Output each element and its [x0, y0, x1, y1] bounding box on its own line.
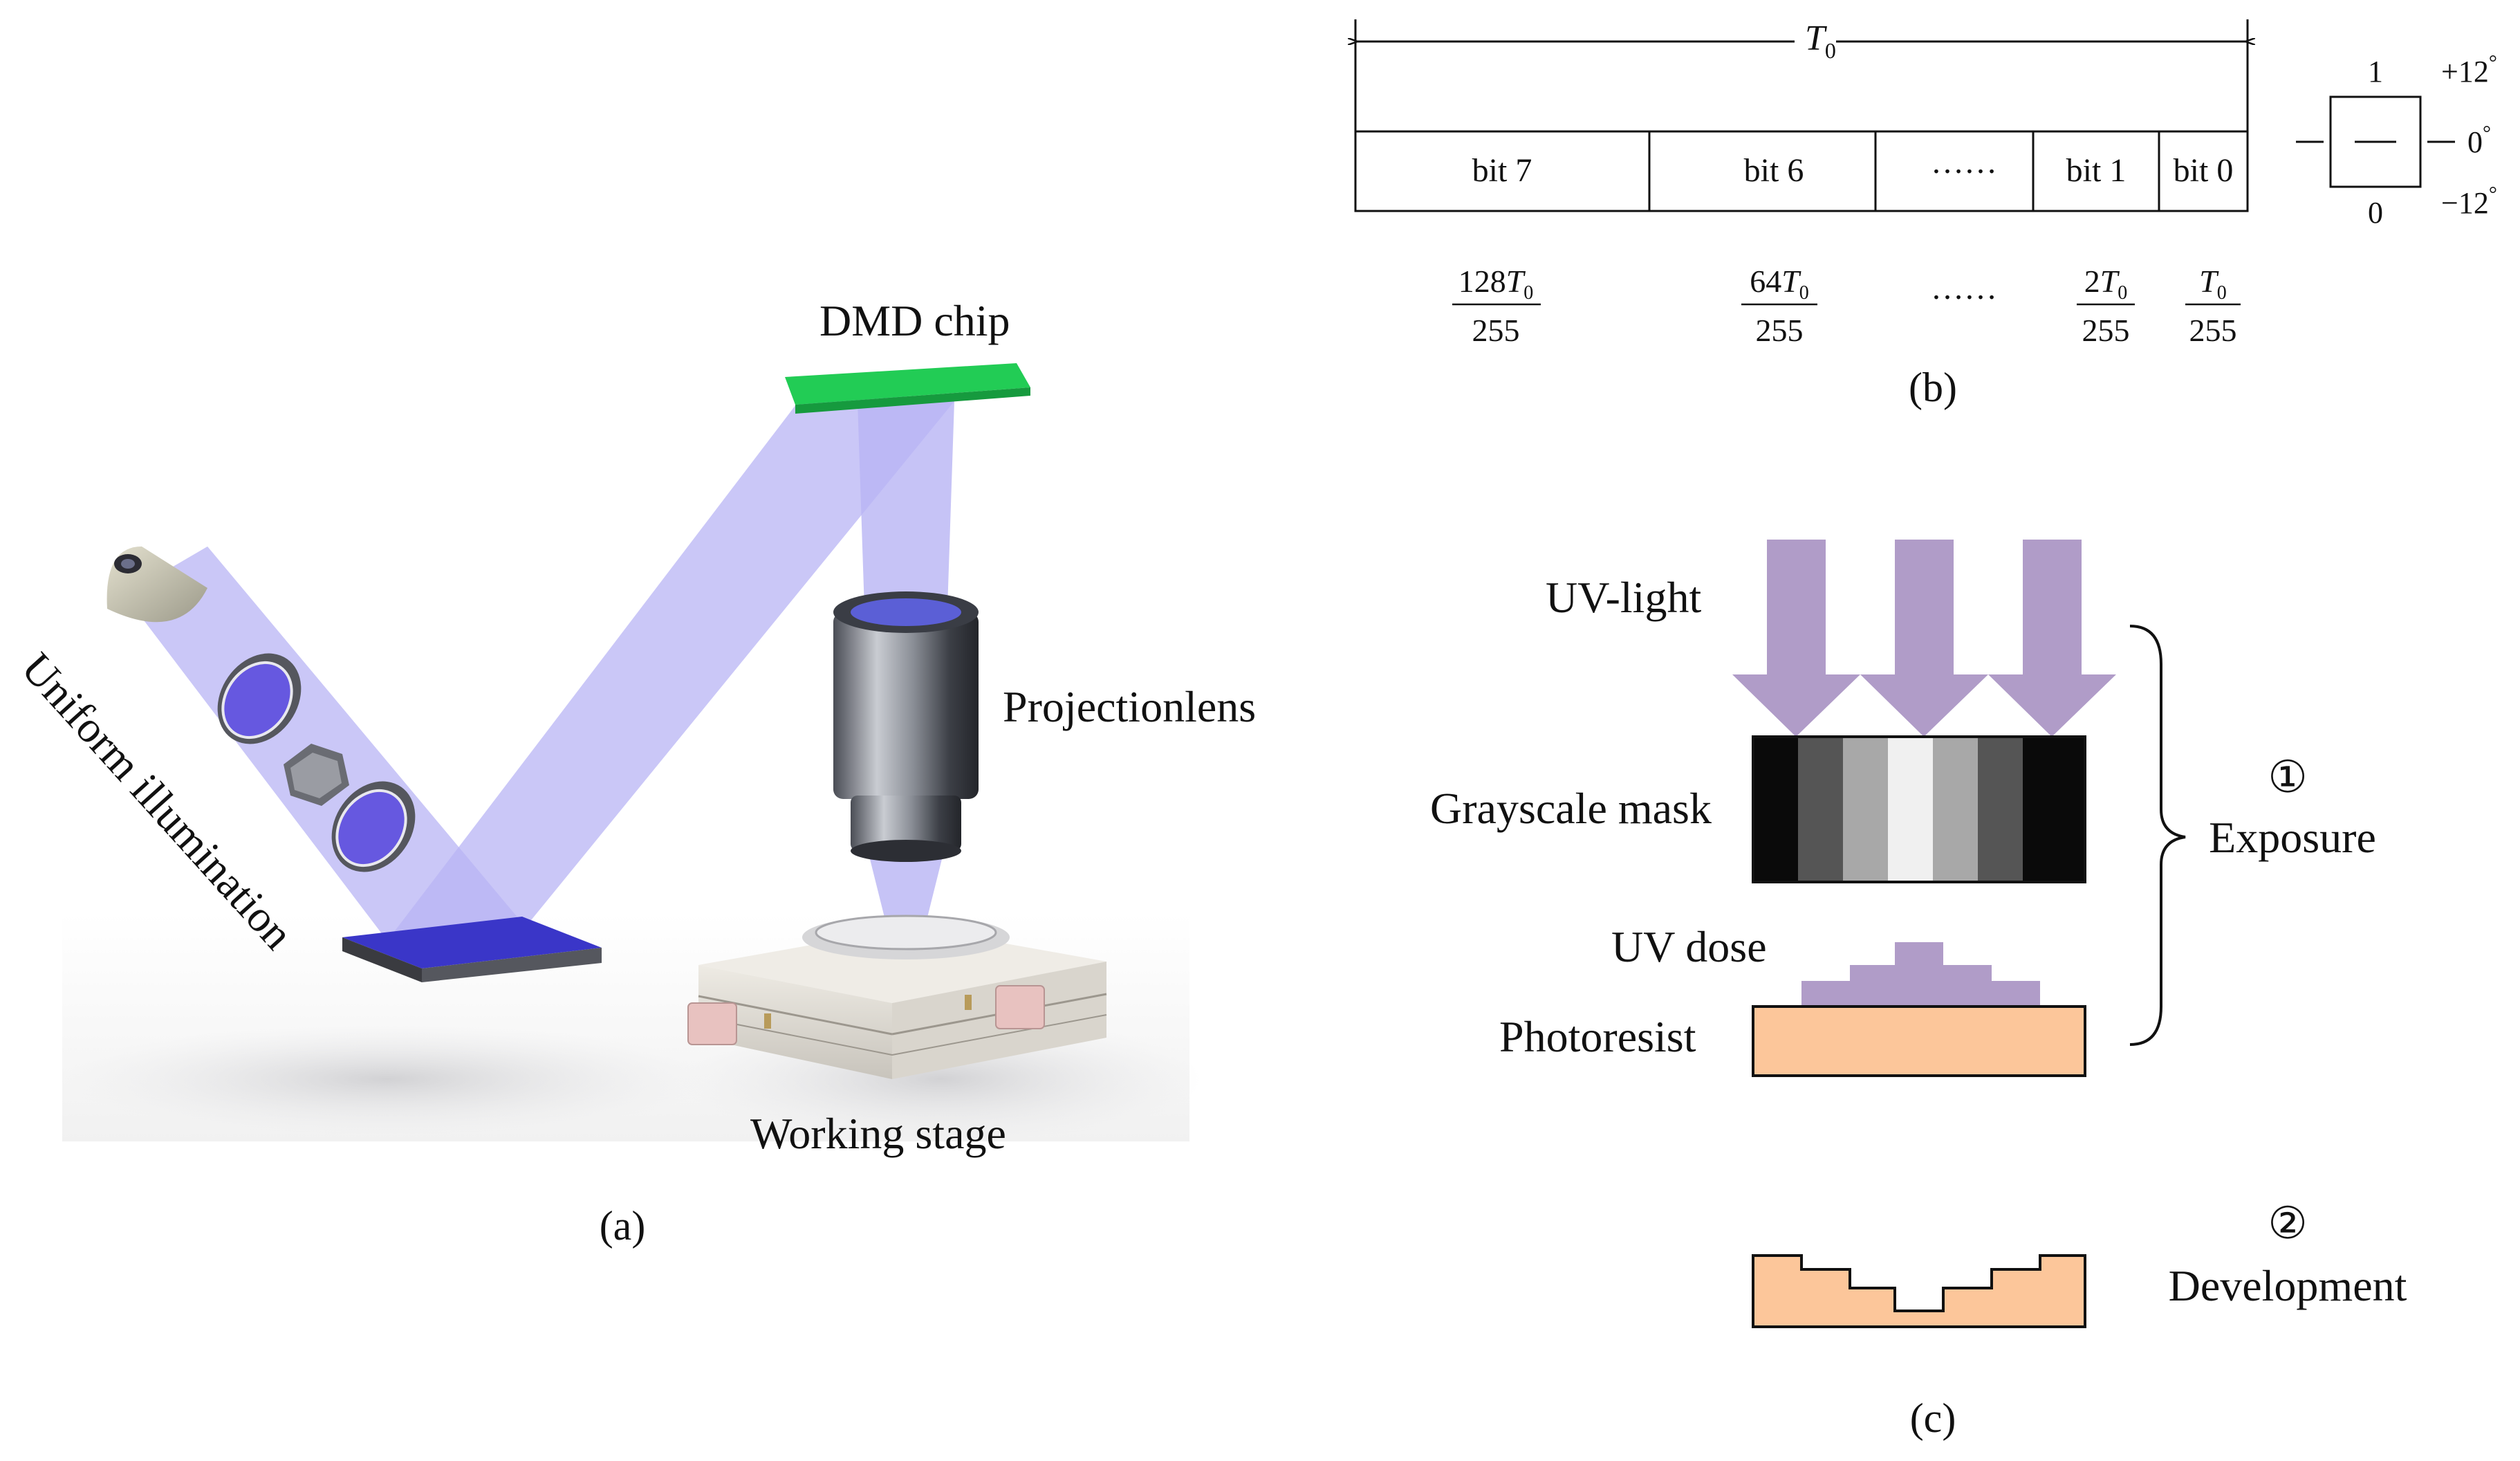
- duration-bit-0: T0 255: [2185, 264, 2241, 348]
- panel-c: UV-light Grayscale mask UV dose Photores…: [1430, 540, 2407, 1441]
- period-label: T0: [1805, 19, 1836, 63]
- uv-arrow-1: [1732, 540, 1860, 737]
- step-1-name: Exposure: [2209, 813, 2376, 862]
- duration-numerator: 2T0: [2084, 264, 2128, 304]
- label-dmd-chip: DMD chip: [819, 296, 1010, 345]
- step-2-name: Development: [2169, 1261, 2407, 1310]
- period-subscript: 0: [1825, 38, 1836, 63]
- state-on: 1: [2368, 55, 2383, 89]
- dmd-chip: [785, 363, 1030, 414]
- mirror-state-diagram: 1 0 +12° 0° −12°: [2296, 51, 2497, 230]
- developed-photoresist: [1752, 1254, 2086, 1328]
- grayscale-mask: [1752, 735, 2086, 883]
- state-off: 0: [2368, 196, 2383, 230]
- duration-bit-6: 64T0 255: [1741, 264, 1817, 348]
- light-source: [106, 546, 207, 623]
- uv-dose-profile: [1801, 942, 2040, 1007]
- panel-b: T0 bit 7 bit 6 …… bit 1 bit 0 128T0 255 …: [1355, 19, 2497, 410]
- reflecting-mirror: [342, 917, 602, 982]
- angle-pos: +12°: [2441, 51, 2497, 89]
- angle-neg: −12°: [2441, 183, 2497, 220]
- uv-arrow-3: [1988, 540, 2116, 737]
- duration-numerator: 128T0: [1458, 264, 1534, 304]
- label-uv-light: UV-light: [1546, 573, 1701, 622]
- working-stage: [687, 915, 1107, 1079]
- duration-dots: ……: [1931, 270, 1997, 306]
- caption-a: (a): [600, 1203, 646, 1249]
- duration-numerator: T0: [2199, 264, 2227, 304]
- collimating-lens-2: [331, 781, 416, 872]
- duration-denominator: 255: [1756, 313, 1804, 348]
- caption-b: (b): [1909, 365, 1957, 410]
- duration-numerator: 64T0: [1750, 264, 1809, 304]
- label-projection-lens: Projectionlens: [1003, 682, 1256, 731]
- uv-arrow-2: [1860, 540, 1988, 737]
- exposure-brace: [2129, 625, 2186, 1046]
- bit-cell-6: bit 6: [1744, 152, 1804, 189]
- panel-a: DMD chip Projectionlens Uniform illumina…: [12, 296, 1257, 1249]
- step-1-number: ①: [2268, 753, 2307, 802]
- hex-aperture: [284, 744, 349, 806]
- label-uv-dose: UV dose: [1611, 922, 1767, 971]
- focused-beam: [868, 851, 944, 920]
- duration-bit-1: 2T0 255: [2077, 264, 2135, 348]
- bit-table: [1354, 130, 2249, 212]
- projection-lens: [833, 591, 979, 862]
- illumination-beam: [124, 546, 526, 941]
- label-photoresist: Photoresist: [1499, 1012, 1696, 1061]
- bit-cell-7: bit 7: [1472, 152, 1532, 189]
- step-2-number: ②: [2268, 1199, 2307, 1248]
- period-symbol: T: [1805, 19, 1827, 58]
- duration-denominator: 255: [2189, 313, 2237, 348]
- duration-bit-7: 128T0 255: [1452, 264, 1541, 348]
- duration-denominator: 255: [1472, 313, 1520, 348]
- bit-cell-1: bit 1: [2066, 152, 2127, 189]
- caption-c: (c): [1910, 1395, 1956, 1441]
- reflected-beam: [387, 387, 954, 941]
- label-working-stage: Working stage: [750, 1109, 1006, 1158]
- angle-zero: 0°: [2467, 122, 2491, 159]
- label-grayscale-mask: Grayscale mask: [1430, 784, 1712, 833]
- collimating-lens-1: [217, 653, 302, 744]
- projection-beam: [858, 401, 954, 609]
- bit-cell-dots: ……: [1931, 144, 1997, 181]
- duration-denominator: 255: [2082, 313, 2130, 348]
- photoresist-layer: [1752, 1005, 2086, 1077]
- bit-cell-0: bit 0: [2174, 152, 2234, 189]
- floor-shadow: [62, 1024, 712, 1134]
